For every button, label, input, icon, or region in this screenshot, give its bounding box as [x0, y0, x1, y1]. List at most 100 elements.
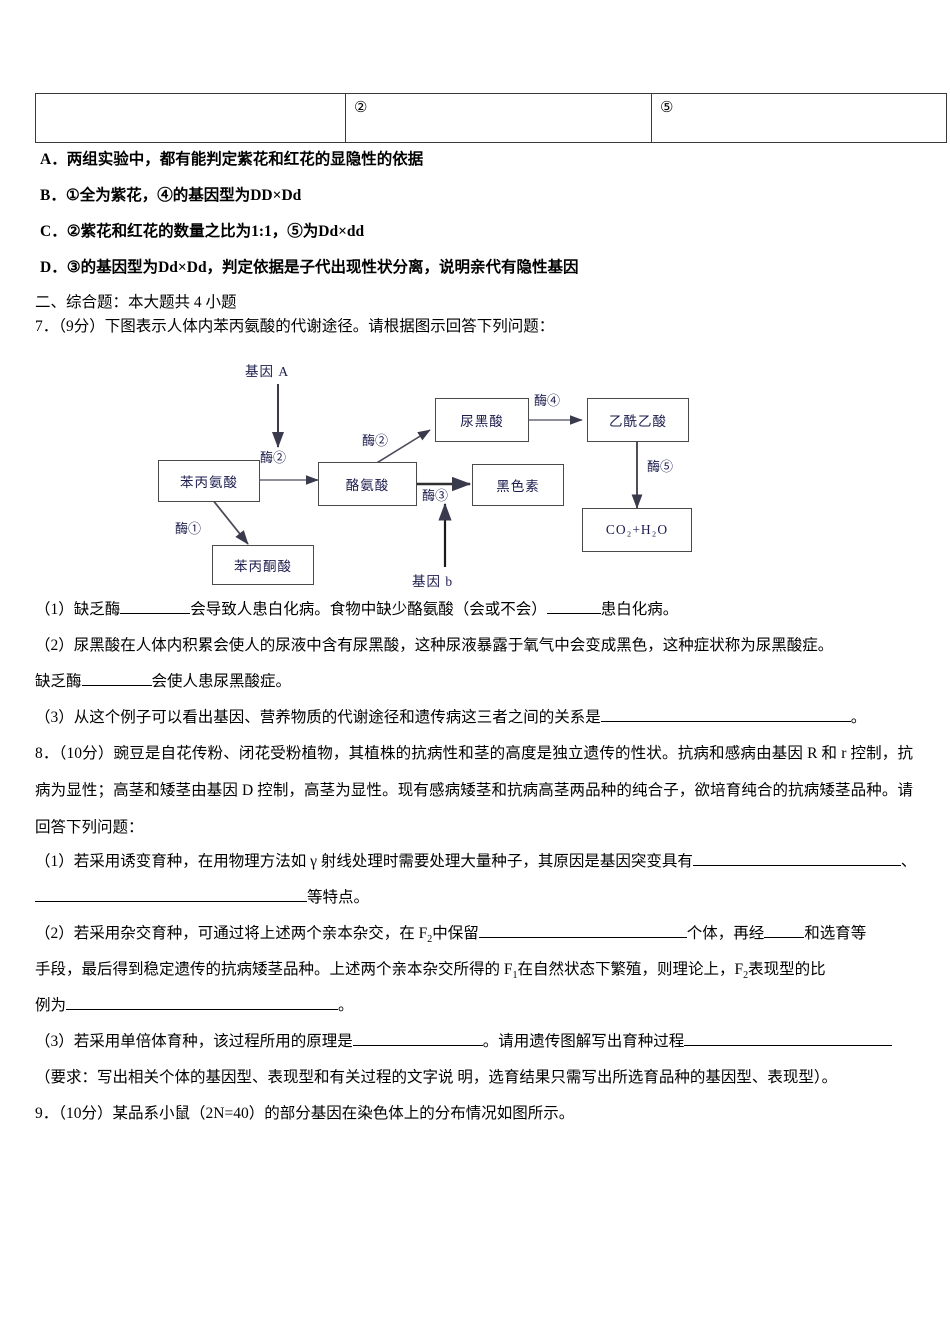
q8-sub2-f2-subscript: 2	[427, 934, 433, 946]
question-8-sub-2-line-1: （2）若采用杂交育种，可通过将上述两个亲本杂交，在 F2中保留 个体，再经 和选育等	[35, 924, 866, 950]
question-8-number: 8．	[35, 745, 59, 762]
diagram-box-phenylpyruvic: 苯丙酮酸	[212, 545, 314, 585]
q7-sub1-num: （1）	[35, 601, 74, 618]
question-7-sub-3: （3）从这个例子可以看出基因、营养物质的代谢途径和遗传病这三者之间的关系是 。	[35, 708, 866, 728]
question-7-stem: 7．（9分）下图表示人体内苯丙氨酸的代谢途径。请根据图示回答下列问题：	[35, 317, 554, 337]
diagram-enzyme-5: 酶⑤	[647, 459, 674, 474]
q8-sub2-d-head: 和选育等	[804, 925, 867, 942]
question-7-sub-1: （1）缺乏酶 会导致人患白化病。食物中缺少酪氨酸（会或不会） 患白化病。	[35, 600, 678, 620]
option-d-label: D．	[40, 259, 67, 276]
question-8-sub-3: （3）若采用单倍体育种，该过程所用的原理是 。请用遗传图解写出育种过程	[35, 1032, 893, 1052]
q8-sub2-g: 。	[338, 997, 354, 1014]
q8-sub3-b: 。请用遗传图解写出育种过程	[482, 1033, 685, 1050]
diagram-box-co2-h2o: CO₂+H₂O	[582, 508, 692, 552]
diagram-box-tyrosine: 酪氨酸	[318, 462, 417, 506]
option-c-text: ②紫花和红花的数量之比为1:1，⑤为Dd×dd	[66, 223, 365, 240]
q7-sub3-num: （3）	[35, 709, 74, 726]
table-row: ② ⑤	[35, 93, 947, 143]
q8-sub2-d: 手段，最后得到稳定遗传的抗病矮茎品种。上述两个亲本杂交所得的 F	[35, 961, 513, 978]
diagram-enzyme-1: 酶①	[175, 521, 202, 536]
q7-sub2-num: （2）	[35, 637, 74, 654]
q8-sub2-f-head: 表现型的比	[748, 961, 826, 978]
q7-sub1-blank-1	[120, 613, 191, 614]
table-cell-3: ⑤	[651, 93, 947, 143]
option-d: D．③的基因型为Dd×Dd，判定依据是子代出现性状分离，说明亲代有隐性基因	[40, 258, 579, 278]
q7-sub3-post: 。	[850, 709, 867, 726]
q7-sub2-text: 尿黑酸在人体内积累会使人的尿液中含有尿黑酸，这种尿液暴露于氧气中会变成黑色，这种…	[73, 637, 834, 654]
q8-sub2-b: 中保留	[432, 925, 479, 942]
q8-sub1-b: 、	[900, 853, 917, 870]
q7-sub2-pre: 缺乏酶	[35, 673, 82, 690]
question-7-text: 下图表示人体内苯丙氨酸的代谢途径。请根据图示回答下列问题：	[104, 318, 555, 335]
q8-sub1-blank-1	[692, 865, 901, 866]
option-b-text: ①全为紫花，④的基因型为DD×Dd	[65, 187, 302, 204]
question-7-sub-2-line-2: 缺乏酶 会使人患尿黑酸症。	[35, 672, 291, 692]
question-7-score: （9分）	[58, 318, 105, 335]
q7-sub1-a: 缺乏酶	[73, 601, 121, 618]
q8-sub2-f: 例为	[35, 997, 67, 1014]
q7-sub2-blank	[81, 685, 152, 686]
diagram-box-acetoacetic: 乙酰乙酸	[587, 398, 689, 442]
q8-sub2-a: 若采用杂交育种，可通过将上述两个亲本杂交，在 F	[73, 925, 428, 942]
diagram-enzyme-2: 酶②	[260, 450, 287, 465]
q8-sub2-blank-1	[478, 937, 687, 938]
q8-sub3-a: 若采用单倍体育种，该过程所用的原理是	[73, 1033, 353, 1050]
q8-sub3-blank-1	[352, 1045, 483, 1046]
diagram-box-melanin: 黑色素	[472, 464, 564, 506]
q8-sub3-num: （3）	[35, 1033, 74, 1050]
q7-sub2-post: 会使人患尿黑酸症。	[151, 673, 292, 690]
q8-sub2-num: （2）	[35, 925, 74, 942]
q8-sub1-a: 若采用诱变育种，在用物理方法如 γ 射线处理时需要处理大量种子，其原因是基因突变…	[73, 853, 693, 870]
diagram-enzyme-tyr-homogentisic: 酶②	[362, 433, 389, 448]
q7-sub1-c: 患白化病。	[600, 601, 679, 618]
q8-sub2-blank-2	[764, 937, 805, 938]
diagram-enzyme-3: 酶③	[422, 488, 449, 503]
question-8-sub-1-line-2: 等特点。	[35, 888, 369, 908]
option-c-label: C．	[40, 223, 67, 240]
question-9-text: 某品系小鼠（2N=40）的部分基因在染色体上的分布情况如图所示。	[112, 1105, 575, 1122]
question-9-score: （10分）	[58, 1105, 113, 1122]
section-heading: 二、综合题：本大题共 4 小题	[35, 294, 237, 311]
question-8-note: （要求：写出相关个体的基因型、表现型和有关过程的文字说 明，选育结果只需写出所选…	[35, 1069, 838, 1086]
option-d-text: ③的基因型为Dd×Dd，判定依据是子代出现性状分离，说明亲代有隐性基因	[66, 259, 579, 276]
diagram-gene-b: 基因 b	[412, 574, 454, 589]
table-cell-2: ②	[345, 93, 652, 143]
question-9-stem: 9．（10分）某品系小鼠（2N=40）的部分基因在染色体上的分布情况如图所示。	[35, 1104, 574, 1124]
q8-sub2-f2b-subscript: 2	[743, 970, 749, 982]
question-8-sub-2-line-3: 例为 。	[35, 996, 354, 1016]
diagram-gene-a: 基因 A	[245, 364, 290, 379]
diagram-box-phenylalanine: 苯丙氨酸	[158, 460, 260, 502]
q8-sub1-num: （1）	[35, 853, 74, 870]
q8-sub2-blank-3	[66, 1009, 339, 1010]
option-b: B．①全为紫花，④的基因型为DD×Dd	[40, 186, 301, 206]
q7-sub3-blank	[600, 721, 851, 722]
option-a-label: A．	[40, 151, 67, 168]
question-9-number: 9．	[35, 1105, 59, 1122]
table-cell-1	[35, 93, 346, 143]
metabolic-pathway-diagram: 基因 A 基因 b 酶② 酶① 酶② 酶③ 酶④ 酶⑤ 苯丙氨酸 苯丙酮酸 酪氨…	[150, 352, 710, 592]
question-8-sub-2-line-2: 手段，最后得到稳定遗传的抗病矮茎品种。上述两个亲本杂交所得的 F1在自然状态下繁…	[35, 960, 826, 986]
question-8-sub-1-line-1: （1）若采用诱变育种，在用物理方法如 γ 射线处理时需要处理大量种子，其原因是基…	[35, 852, 916, 872]
q8-sub2-c: 个体，再经	[686, 925, 765, 942]
q8-sub2-e: 在自然状态下繁殖，则理论上，F	[517, 961, 744, 978]
question-7-sub-2-line-1: （2）尿黑酸在人体内积累会使人的尿液中含有尿黑酸，这种尿液暴露于氧气中会变成黑色…	[35, 636, 833, 656]
option-a-text: 两组实验中，都有能判定紫花和红花的显隐性的依据	[66, 151, 424, 168]
diagram-enzyme-4: 酶④	[534, 393, 561, 408]
diagram-arrows	[207, 384, 643, 567]
q8-sub3-blank-2	[684, 1045, 893, 1046]
question-8-text: 豌豆是自花传粉、闭花受粉植物，其植株的抗病性和茎的高度是独立遗传的性状。抗病和感…	[35, 745, 913, 836]
q8-sub1-c: 等特点。	[307, 889, 370, 906]
question-7-number: 7．	[35, 318, 59, 335]
q7-sub3-pre: 从这个例子可以看出基因、营养物质的代谢途径和遗传病这三者之间的关系是	[73, 709, 601, 726]
options-table: ② ⑤	[35, 93, 947, 143]
option-b-label: B．	[40, 187, 66, 204]
diagram-box-homogentisic: 尿黑酸	[435, 398, 529, 442]
option-c: C．②紫花和红花的数量之比为1:1，⑤为Dd×dd	[40, 222, 364, 242]
question-8-score: （10分）	[58, 745, 114, 762]
option-a: A．两组实验中，都有能判定紫花和红花的显隐性的依据	[40, 150, 423, 170]
q8-sub2-f1-subscript: 1	[512, 970, 518, 982]
q7-sub1-blank-2	[546, 613, 601, 614]
question-8-stem: 8．（10分）豌豆是自花传粉、闭花受粉植物，其植株的抗病性和茎的高度是独立遗传的…	[35, 735, 913, 846]
q7-sub1-b: 会导致人患白化病。食物中缺少酪氨酸（会或不会）	[190, 601, 547, 618]
